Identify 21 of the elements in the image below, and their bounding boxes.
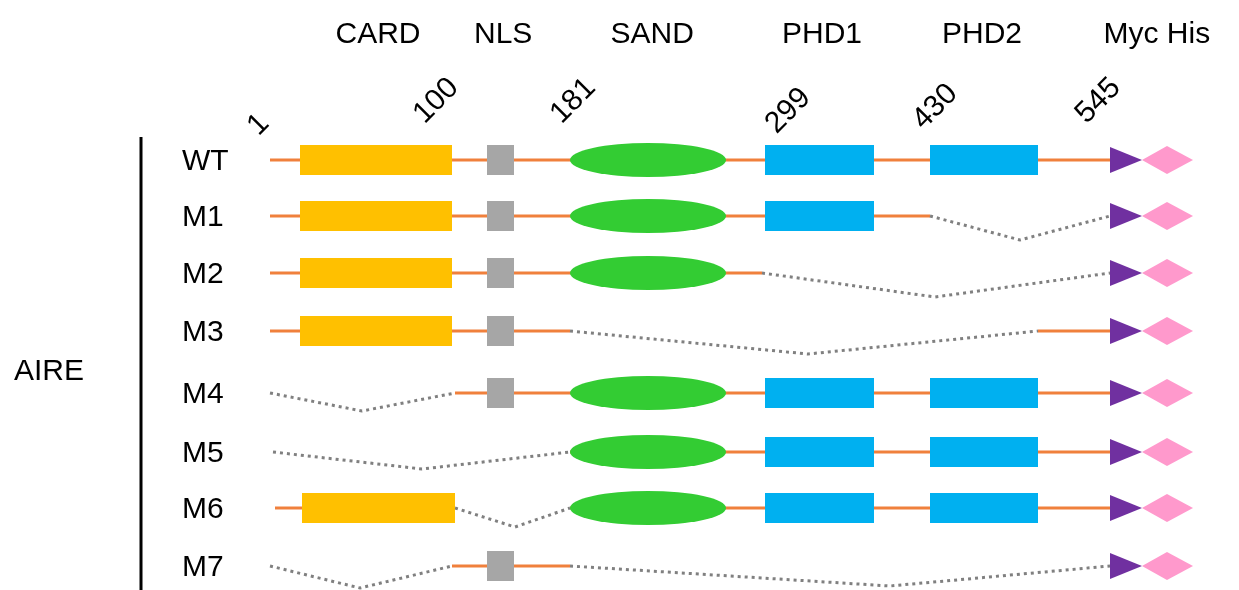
domain-label: SAND xyxy=(610,18,694,48)
position-number: 100 xyxy=(406,71,464,128)
construct-label: M4 xyxy=(182,378,224,408)
construct-label: M6 xyxy=(182,493,224,523)
domain-label: CARD xyxy=(335,18,421,48)
construct-label: WT xyxy=(182,145,229,175)
construct-label: M7 xyxy=(182,551,224,581)
construct-label: M5 xyxy=(182,437,224,467)
construct-label: M2 xyxy=(182,258,224,288)
construct-label: M3 xyxy=(182,316,224,346)
position-number: 545 xyxy=(1068,71,1126,128)
position-number: 1 xyxy=(240,107,274,140)
position-number: 430 xyxy=(905,77,963,134)
construct-label: M1 xyxy=(182,201,224,231)
domain-label: PHD2 xyxy=(942,18,1023,48)
domain-label: Myc His xyxy=(1103,18,1211,48)
protein-label: AIRE xyxy=(14,355,85,385)
position-number: 181 xyxy=(543,71,601,128)
position-number: 299 xyxy=(758,81,816,138)
domain-label: PHD1 xyxy=(782,18,863,48)
domain-label: NLS xyxy=(474,18,533,48)
